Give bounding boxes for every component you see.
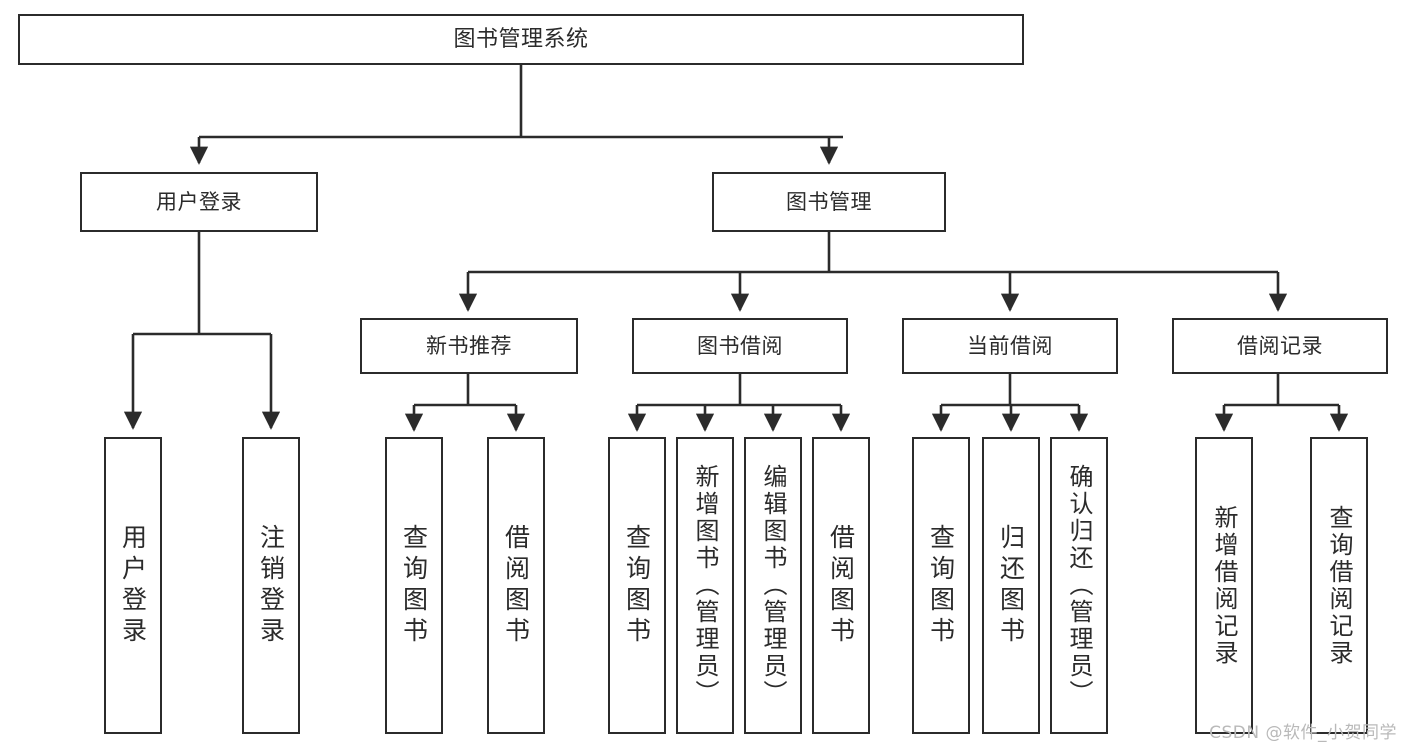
node-book-borrow[interactable]: 图书借阅	[632, 318, 848, 374]
node-leaf-logout[interactable]: 注销登录	[242, 437, 300, 734]
node-leaf-return-book[interactable]: 归还图书	[982, 437, 1040, 734]
node-leaf-confirm-return-admin[interactable]: 确认归还（管理员）	[1050, 437, 1108, 734]
node-leaf-borrow-book[interactable]: 借阅图书	[812, 437, 870, 734]
node-current-borrow[interactable]: 当前借阅	[902, 318, 1118, 374]
node-leaf-query-book-borrow-label: 查询图书	[622, 523, 652, 648]
node-user-login[interactable]: 用户登录	[80, 172, 318, 232]
node-leaf-confirm-return-admin-label: 确认归还（管理员）	[1065, 464, 1093, 707]
node-new-book-recommend[interactable]: 新书推荐	[360, 318, 578, 374]
node-leaf-return-book-label: 归还图书	[996, 523, 1026, 648]
node-leaf-user-login[interactable]: 用户登录	[104, 437, 162, 734]
node-leaf-query-book-current[interactable]: 查询图书	[912, 437, 970, 734]
node-leaf-query-book-recommend[interactable]: 查询图书	[385, 437, 443, 734]
node-book-manage-label: 图书管理	[786, 189, 872, 214]
node-leaf-edit-book-admin[interactable]: 编辑图书（管理员）	[744, 437, 802, 734]
node-book-manage[interactable]: 图书管理	[712, 172, 946, 232]
node-book-borrow-label: 图书借阅	[697, 333, 783, 358]
node-leaf-query-book-borrow[interactable]: 查询图书	[608, 437, 666, 734]
node-user-login-label: 用户登录	[156, 189, 242, 214]
csdn-watermark: CSDN @软件_小贺同学	[1209, 723, 1397, 743]
node-borrow-record[interactable]: 借阅记录	[1172, 318, 1388, 374]
node-leaf-add-borrow-record-label: 新增借阅记录	[1210, 504, 1238, 667]
node-leaf-borrow-book-label: 借阅图书	[826, 523, 856, 648]
node-borrow-record-label: 借阅记录	[1237, 333, 1323, 358]
node-leaf-borrow-book-recommend-label: 借阅图书	[501, 523, 531, 648]
node-current-borrow-label: 当前借阅	[967, 333, 1053, 358]
node-root[interactable]: 图书管理系统	[18, 14, 1024, 65]
node-new-book-recommend-label: 新书推荐	[426, 333, 512, 358]
node-leaf-query-book-recommend-label: 查询图书	[399, 523, 429, 648]
node-leaf-add-borrow-record[interactable]: 新增借阅记录	[1195, 437, 1253, 734]
node-leaf-user-login-label: 用户登录	[118, 523, 148, 648]
node-leaf-add-book-admin[interactable]: 新增图书（管理员）	[676, 437, 734, 734]
node-leaf-query-borrow-record[interactable]: 查询借阅记录	[1310, 437, 1368, 734]
node-leaf-query-borrow-record-label: 查询借阅记录	[1325, 504, 1353, 667]
node-leaf-logout-label: 注销登录	[256, 523, 286, 648]
node-leaf-borrow-book-recommend[interactable]: 借阅图书	[487, 437, 545, 734]
node-leaf-query-book-current-label: 查询图书	[926, 523, 956, 648]
node-root-label: 图书管理系统	[453, 26, 589, 52]
node-leaf-edit-book-admin-label: 编辑图书（管理员）	[759, 464, 787, 707]
node-leaf-add-book-admin-label: 新增图书（管理员）	[691, 464, 719, 707]
